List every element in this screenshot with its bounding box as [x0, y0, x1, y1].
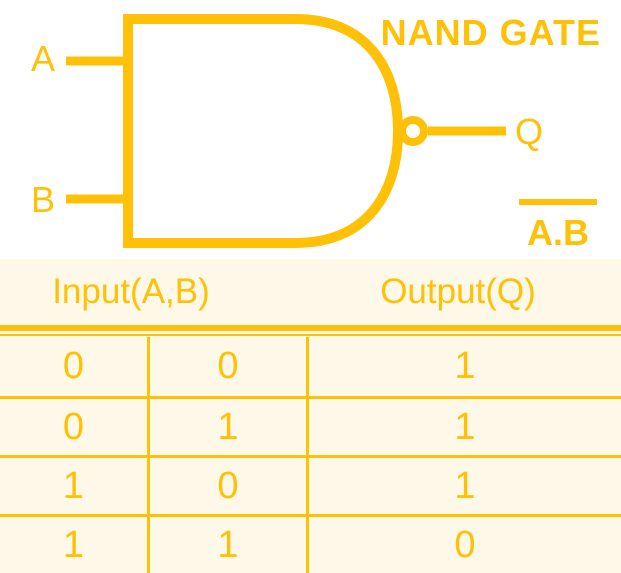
input-a-label: A [31, 38, 55, 79]
table-cell: 1 [0, 455, 150, 514]
expression-overline [519, 199, 597, 205]
truth-table-header: Input(A,B) Output(Q) [0, 259, 621, 325]
table-cell: 0 [150, 455, 309, 514]
gate-diagram: A B Q NAND GATE A.B [0, 0, 621, 259]
table-cell: 0 [0, 337, 150, 396]
header-output: Output(Q) [380, 272, 536, 311]
header-rule-thick [0, 325, 621, 331]
gate-title: NAND GATE [381, 12, 601, 53]
truth-table: Input(A,B) Output(Q) 0 0 1 0 1 1 1 0 1 1… [0, 259, 621, 573]
inversion-bubble [398, 116, 428, 146]
gate-schematic-svg: A B Q NAND GATE A.B [31, 12, 601, 253]
table-cell: 1 [309, 396, 621, 455]
header-rule-thin [0, 334, 621, 336]
table-cell: 1 [0, 514, 150, 573]
table-cell: 0 [0, 396, 150, 455]
table-cell: 1 [454, 345, 476, 387]
header-input: Input(A,B) [52, 272, 210, 311]
table-cell: 1 [150, 514, 309, 573]
expression-label: A.B [527, 212, 589, 253]
nand-gate-body [123, 14, 404, 248]
table-cell: 0 [150, 337, 309, 396]
truth-table-grid: 0 0 1 0 1 1 1 0 1 1 1 0 [0, 337, 621, 573]
input-b-label: B [31, 179, 55, 220]
table-cell: 1 [309, 455, 621, 514]
table-cell: 0 [309, 514, 621, 573]
output-q-label: Q [515, 111, 543, 152]
table-cell: 1 [150, 396, 309, 455]
